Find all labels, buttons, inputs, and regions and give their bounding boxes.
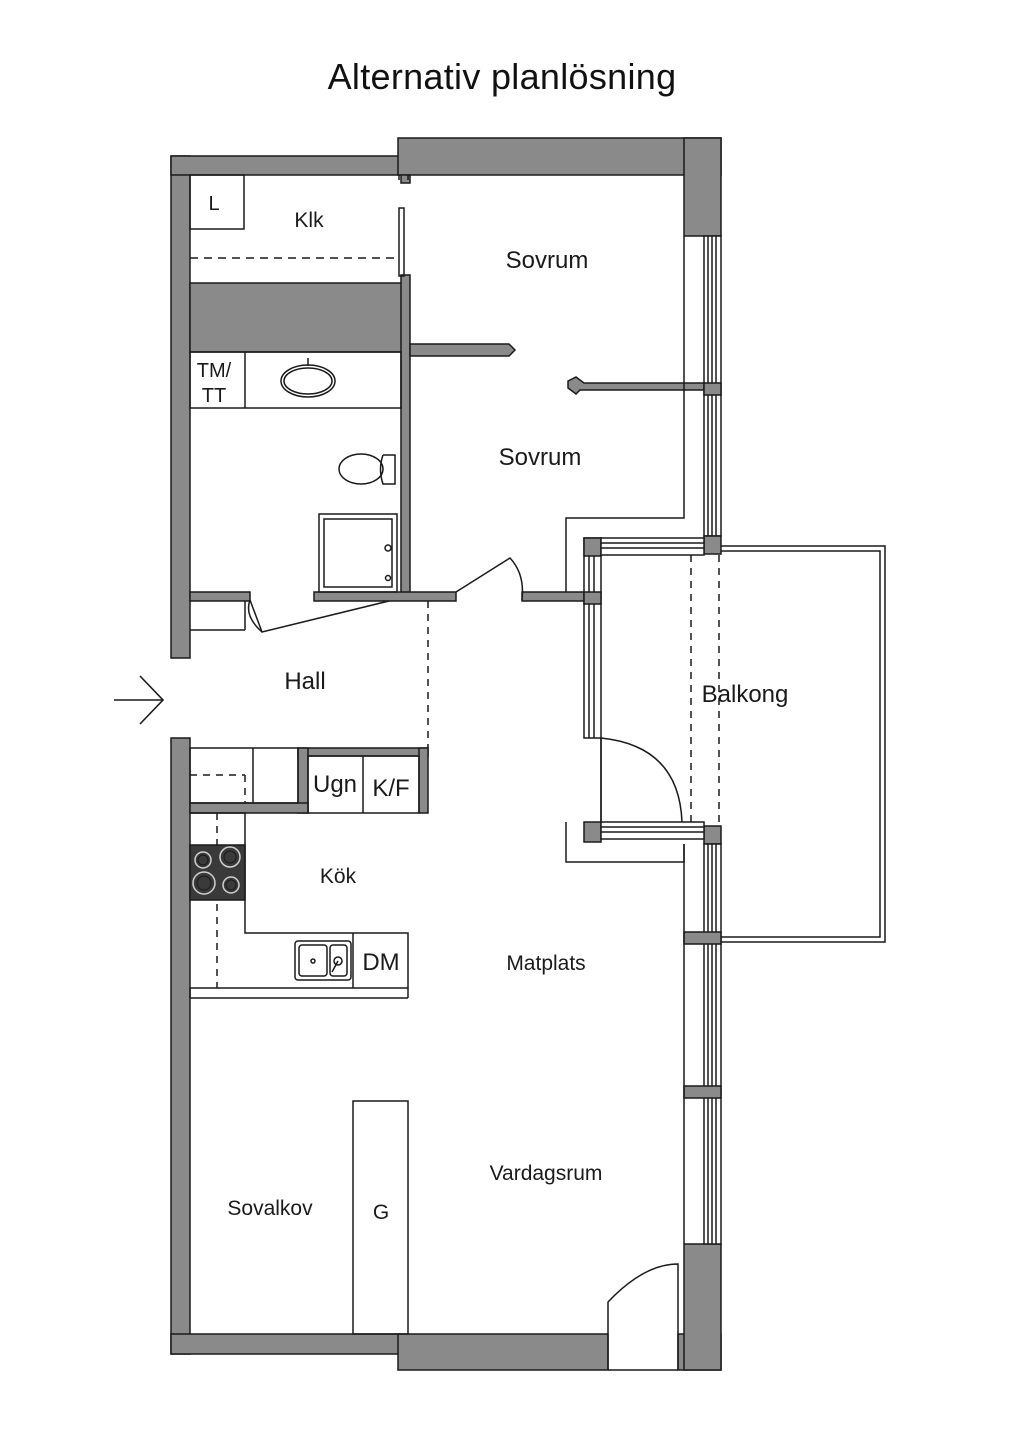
label-garderob: G	[373, 1201, 389, 1224]
wall-faces	[565, 236, 685, 1244]
arrow-right-icon	[114, 675, 165, 725]
shower-icon	[318, 513, 398, 593]
balcony-outline	[690, 545, 886, 943]
label-sovalkov: Sovalkov	[227, 1197, 313, 1220]
label-laundry: TM/	[197, 360, 232, 382]
kitchen	[189, 747, 420, 999]
wardrobe	[352, 1100, 409, 1335]
closet	[189, 174, 399, 259]
label-kok: Kök	[320, 865, 357, 888]
kitchen-sink-icon	[294, 940, 352, 981]
washbasin-icon	[280, 358, 336, 398]
label-sovrum-1: Sovrum	[506, 247, 589, 274]
doors	[247, 175, 683, 1371]
bathroom-fixtures	[189, 351, 402, 631]
label-matplats: Matplats	[506, 952, 585, 975]
plan-title: Alternativ planlösning	[327, 56, 677, 97]
toilet-icon	[338, 453, 396, 485]
label-kf: K/F	[372, 775, 409, 802]
label-hall: Hall	[284, 668, 325, 695]
room-labels: L Klk Sovrum TM/ TT Sovrum Hall Balkong …	[197, 193, 789, 1224]
label-ugn: Ugn	[313, 771, 357, 798]
label-linen: L	[208, 193, 219, 215]
balcony-niche	[583, 537, 705, 843]
right-wall-windows	[683, 235, 722, 1245]
label-laundry-2: TT	[202, 385, 226, 407]
stove-icon	[189, 844, 246, 901]
label-sovrum-2: Sovrum	[499, 444, 582, 471]
label-klk: Klk	[294, 209, 324, 232]
label-vardagsrum: Vardagsrum	[490, 1162, 603, 1185]
interior-walls	[189, 174, 721, 814]
label-balkong: Balkong	[702, 681, 789, 708]
label-dm: DM	[362, 949, 399, 976]
